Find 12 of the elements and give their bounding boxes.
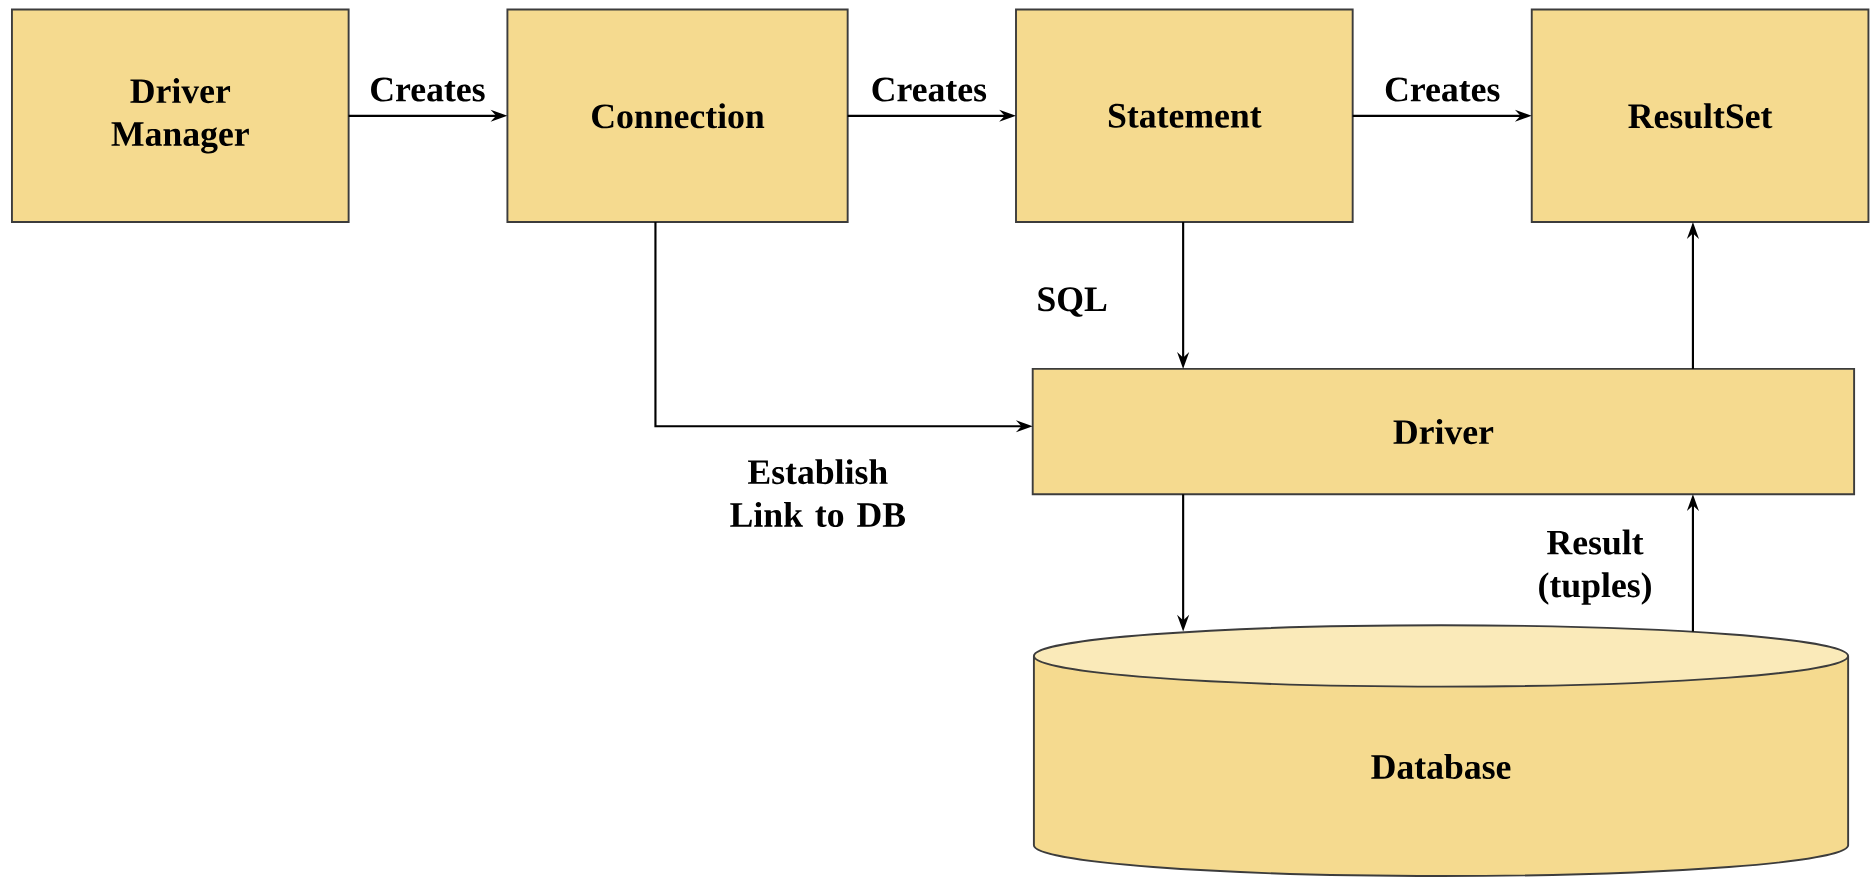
process-box: Driver Manager [11,8,350,223]
edge-label: Creates [1385,77,1500,102]
process-box: Connection [506,8,849,223]
edge-label: Creates [872,77,987,102]
edge-label: Establish Link to DB [730,459,905,527]
edge-label: Creates [371,77,485,102]
process-box: Statement [1015,8,1354,223]
edge-label: Result (tuples) [1539,529,1651,605]
process-box: ResultSet [1530,8,1870,223]
edge-label: SQL [1038,287,1107,317]
database-cylinder: Database [1032,624,1850,877]
process-box: Driver [1031,367,1856,496]
